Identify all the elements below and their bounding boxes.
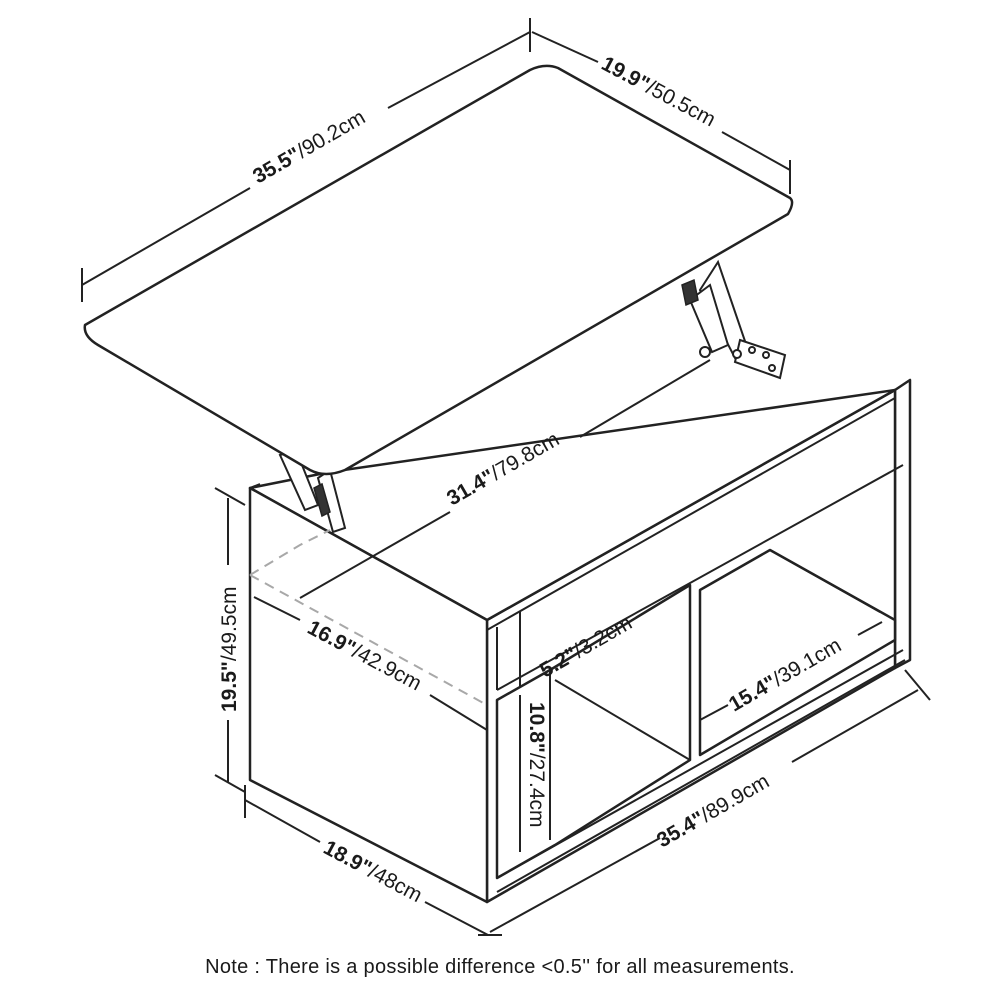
base-rail-top [496, 649, 904, 879]
table-top [83, 64, 794, 476]
front-rail-top [486, 397, 896, 631]
rear-pivot [732, 349, 742, 359]
dim-base-length-line-b [791, 689, 919, 763]
dim-base-depth-line-a [244, 799, 321, 843]
right-end-panel [893, 378, 912, 670]
front-spring [313, 482, 331, 518]
front-rail-bottom [496, 464, 904, 691]
measurement-note: Note : There is a possible difference <0… [205, 956, 795, 978]
left-side-panel [248, 486, 489, 904]
dimension-lines [81, 18, 931, 936]
dim-base-depth-line-b [424, 901, 489, 936]
base-rail-bottom [496, 659, 906, 893]
dim-inner-depth-line-b [429, 694, 488, 731]
dim-top-depth-line-a [531, 31, 599, 63]
rear-hinge [699, 346, 711, 358]
lift-mechanism-front [278, 448, 347, 534]
side-edge [249, 483, 261, 489]
dim-base-length-line-a [489, 837, 661, 933]
rear-lift-arm-inner [688, 283, 730, 354]
dim-compartment-depth-line-b [857, 621, 883, 636]
compartment-right-back [769, 549, 881, 613]
rear-mount-plate [733, 338, 787, 380]
rear-spring [681, 278, 699, 307]
dim-inner-depth-line-a [253, 596, 301, 621]
dim-height-tick-top [214, 487, 246, 506]
hidden-edge-upper [249, 529, 331, 576]
dim-inner-length-line-a [299, 511, 451, 599]
rear-bolt-1 [748, 346, 756, 354]
rear-bolt-2 [762, 351, 770, 359]
rear-bolt-3 [768, 364, 776, 372]
dim-top-length-line-b [387, 31, 531, 109]
label-lower-shelf: 10.8"/27.4cm [525, 702, 548, 828]
cabinet-body [248, 378, 912, 904]
hidden-edge-lower [249, 574, 488, 706]
dim-compartment-depth-line-a [699, 704, 729, 721]
dim-height-tick-bottom [214, 774, 246, 793]
dim-top-depth-line-b [721, 131, 791, 171]
dim-inner-length-line-b [579, 359, 711, 438]
compartment-left-shelf [554, 679, 691, 761]
label-height: 19.5"/49.5cm [218, 586, 241, 712]
table-top-surface [83, 64, 794, 476]
dim-base-length-tick-right [904, 669, 931, 701]
dim-top-length-line-a [81, 187, 251, 286]
lift-mechanism-rear [681, 259, 787, 380]
